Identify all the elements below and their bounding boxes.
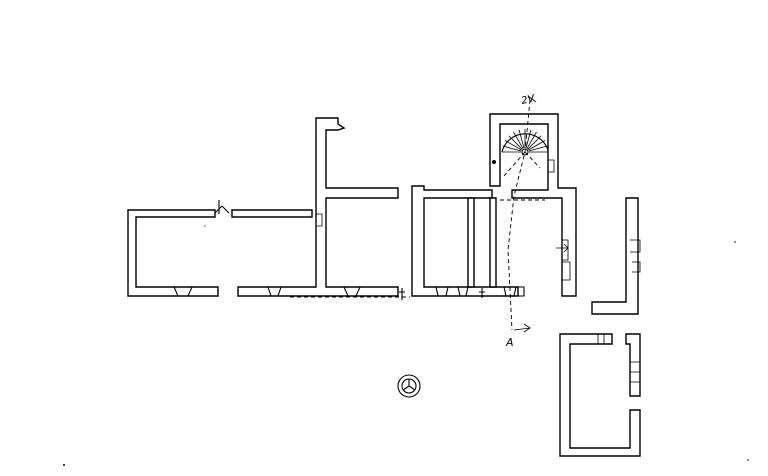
central-block <box>399 185 519 300</box>
left-room-sill <box>173 286 193 297</box>
south-east-room-east-wall <box>625 333 641 397</box>
stair-tread <box>527 135 542 150</box>
east-fragment-niche <box>630 239 641 273</box>
stair-tread <box>528 145 548 152</box>
tower-inner-block <box>548 159 555 173</box>
north-arrow-icon <box>397 374 421 398</box>
scan-specks <box>63 225 749 466</box>
south-east-room-door <box>597 334 605 344</box>
south-east-room <box>559 333 641 457</box>
spiral-stair-outline <box>501 133 549 153</box>
stair-tower <box>489 113 577 297</box>
east-fragment-walls <box>591 197 639 315</box>
stair-tread <box>502 145 522 152</box>
stair-tread <box>518 129 525 149</box>
middle-room-walls <box>237 117 399 297</box>
stair-tread <box>513 131 524 149</box>
stair-tread <box>525 129 532 149</box>
tower-east-arrow <box>556 243 569 253</box>
stair-tread <box>526 131 537 149</box>
middle-room-sill-a <box>267 286 282 297</box>
stair-tread <box>504 140 522 151</box>
spiral-stair-treads <box>502 129 548 153</box>
section-line: 2V A <box>290 93 545 349</box>
section-line-path <box>507 99 531 331</box>
south-east-room-walls <box>559 333 641 457</box>
section-mark-top: 2V <box>520 93 536 107</box>
middle-room-pilaster <box>316 213 323 227</box>
horizontal-dash <box>290 199 545 298</box>
stair-tread <box>508 135 523 150</box>
left-room-door-gap <box>214 200 230 214</box>
tower-walls <box>489 113 577 297</box>
central-partition-2 <box>489 197 497 288</box>
west-wing-rooms <box>127 117 399 297</box>
section-arrow-top <box>527 95 537 103</box>
middle-room-sill-b <box>343 286 361 297</box>
south-east-room-window <box>630 361 640 383</box>
tower-step <box>518 286 525 297</box>
central-block-walls <box>411 185 519 297</box>
section-mark-bottom: A <box>505 336 514 349</box>
section-arrow-bottom <box>513 323 531 333</box>
central-partition <box>467 197 475 288</box>
left-room-top-right-wall <box>231 209 313 218</box>
tower-east-recess <box>562 239 571 281</box>
tower-marker-dot <box>492 160 496 164</box>
stair-guide <box>503 151 541 177</box>
east-fragment <box>591 197 641 315</box>
left-room-walls <box>127 209 219 297</box>
central-door-marks <box>399 288 485 300</box>
central-sills <box>435 286 517 297</box>
stair-tread <box>528 140 546 151</box>
